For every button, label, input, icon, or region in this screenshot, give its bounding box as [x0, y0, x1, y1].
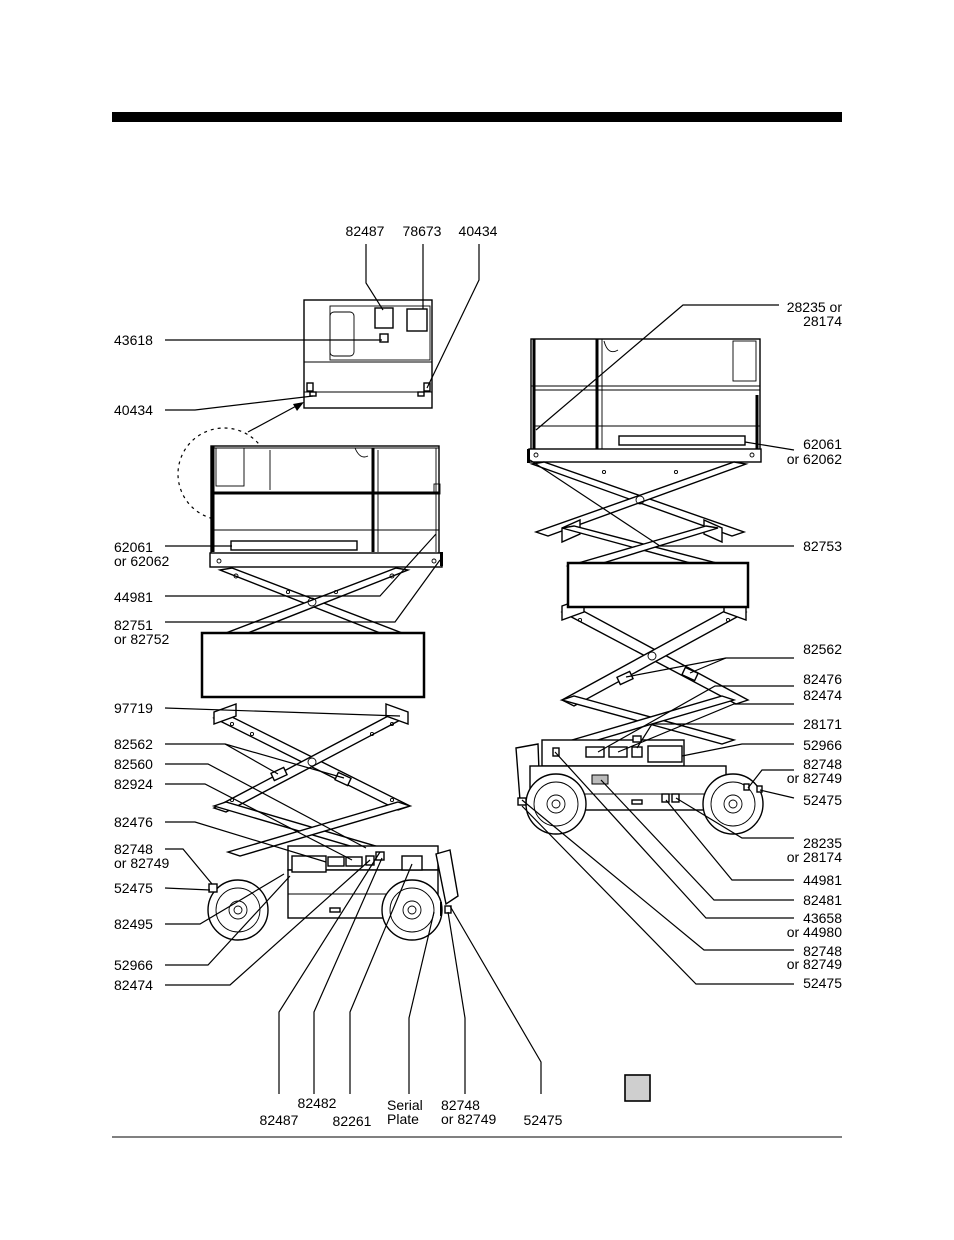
label-82924: 82924	[114, 776, 153, 792]
label-82560: 82560	[114, 756, 153, 772]
label-82474-right: 82474	[803, 687, 842, 703]
label-82748-right-2: 82748	[803, 943, 842, 959]
label-40434-top: 40434	[459, 223, 498, 239]
label-82753: 82753	[803, 538, 842, 554]
label-78673-top: 78673	[403, 223, 442, 239]
label-28235-or: 28235 or	[787, 299, 843, 315]
top-detail-platform	[303, 299, 433, 409]
label-82261: 82261	[333, 1113, 372, 1129]
label-82751: 82751	[114, 617, 153, 633]
label-82482: 82482	[298, 1095, 337, 1111]
left-blank-box	[200, 631, 426, 699]
label-82476-right: 82476	[803, 671, 842, 687]
label-82562-right: 82562	[803, 641, 842, 657]
label-28174: 28174	[803, 313, 842, 329]
label-or-62062-right: or 62062	[787, 451, 842, 467]
right-machine-labels: 28235 or 28174 62061 or 62062 82753 8256…	[787, 299, 843, 991]
label-or-62062: or 62062	[114, 553, 169, 569]
label-82495: 82495	[114, 916, 153, 932]
right-front-wheel	[525, 773, 587, 835]
top-detail-labels: 82487 78673 40434 43618 40434	[114, 223, 498, 418]
left-leader-lines	[164, 533, 441, 986]
detail-arrow	[247, 403, 301, 433]
right-leader-lines	[521, 304, 795, 985]
label-82748-bottom: 82748	[441, 1097, 480, 1113]
detail-arrow-head	[293, 402, 304, 411]
label-serial: Serial	[387, 1097, 423, 1113]
left-machine-platform	[209, 445, 443, 568]
left-rear-wheel	[381, 879, 443, 941]
label-43618: 43618	[114, 332, 153, 348]
label-52475: 52475	[114, 880, 153, 896]
label-82487-bottom: 82487	[260, 1112, 299, 1128]
label-52475-right-2: 52475	[803, 975, 842, 991]
label-82481: 82481	[803, 892, 842, 908]
right-scissor-stack	[529, 461, 750, 745]
label-82748: 82748	[114, 841, 153, 857]
label-52475-bottom: 52475	[524, 1112, 563, 1128]
label-82562: 82562	[114, 736, 153, 752]
label-82474: 82474	[114, 977, 153, 993]
label-82476: 82476	[114, 814, 153, 830]
left-machine-labels: 62061 or 62062 44981 82751 or 82752 9771…	[114, 539, 169, 993]
label-44981-right: 44981	[803, 872, 842, 888]
label-or-82752: or 82752	[114, 631, 169, 647]
label-plate: Plate	[387, 1111, 419, 1127]
legend-gray-square	[624, 1074, 651, 1102]
label-or-82749-right-2: or 82749	[787, 956, 842, 972]
left-scissor-stack	[211, 567, 413, 857]
label-52475-right: 52475	[803, 792, 842, 808]
label-82487-top: 82487	[346, 223, 385, 239]
label-or-82749-right: or 82749	[787, 770, 842, 786]
label-or-28174: or 28174	[787, 849, 842, 865]
left-front-wheel	[207, 879, 269, 941]
label-62061-right: 62061	[803, 436, 842, 452]
label-or-44980: or 44980	[787, 924, 842, 940]
label-40434-left: 40434	[114, 402, 153, 418]
label-62061: 62061	[114, 539, 153, 555]
label-82748-right: 82748	[803, 756, 842, 772]
label-43658: 43658	[803, 910, 842, 926]
label-28235: 28235	[803, 835, 842, 851]
right-rear-wheel	[702, 773, 764, 835]
label-97719: 97719	[114, 700, 153, 716]
label-52966: 52966	[114, 957, 153, 973]
right-blank-box	[566, 561, 750, 609]
right-machine-platform	[527, 338, 762, 463]
header-bar	[112, 112, 842, 122]
label-or-82749-bottom: or 82749	[441, 1111, 496, 1127]
label-28171: 28171	[803, 716, 842, 732]
left-bottom-labels: 82487 82482 82261 Serial Plate 82748 or …	[260, 1095, 563, 1129]
label-52966-right: 52966	[803, 737, 842, 753]
label-or-82749: or 82749	[114, 855, 169, 871]
label-44981: 44981	[114, 589, 153, 605]
left-bottom-leaders	[278, 851, 542, 1094]
right-machine-base	[515, 735, 764, 835]
